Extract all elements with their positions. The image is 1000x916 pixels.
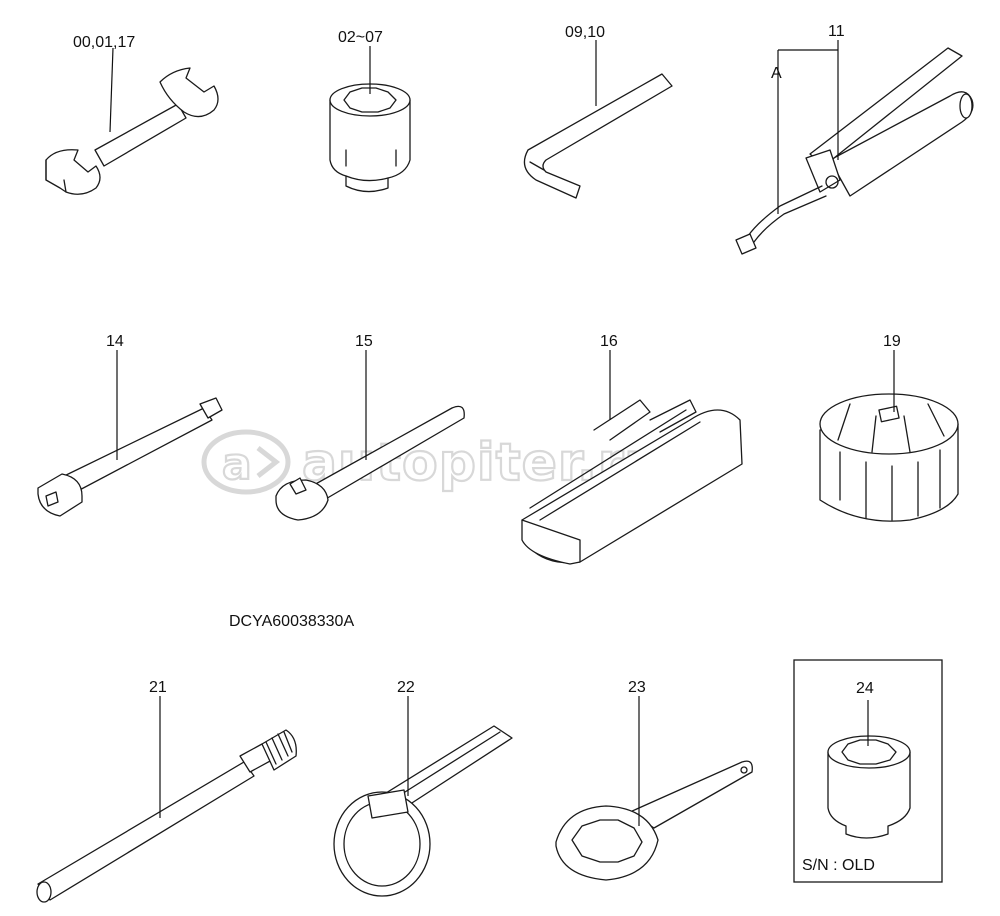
label-extension-bar: 14: [106, 333, 124, 350]
label-drain-tool: 21: [149, 679, 167, 696]
label-ring-spanner: 23: [628, 679, 646, 696]
label-socket-old: 24: [856, 680, 874, 697]
watermark-logo-icon: a: [201, 429, 291, 495]
label-hex-key: 09,10: [565, 24, 605, 41]
filter-socket-icon: [819, 393, 959, 522]
extension-bar-icon: [37, 397, 223, 517]
grease-gun-icon: [735, 47, 974, 255]
open-end-wrench-icon: [45, 67, 219, 195]
strap-wrench-icon: [333, 725, 513, 897]
label-grease-gun: 11: [828, 23, 845, 40]
label-grease-gun-callout: A: [771, 65, 782, 82]
ratchet-icon: [275, 405, 465, 521]
tool-bag-icon: [521, 399, 743, 565]
ring-spanner-icon: [555, 760, 753, 881]
drain-tool-icon: [36, 729, 297, 903]
svg-text:a: a: [222, 439, 253, 490]
label-wrench: 00,01,17: [73, 34, 135, 51]
socket-old-note: S/N : OLD: [802, 857, 875, 874]
socket-old-icon: [827, 735, 911, 839]
label-strap-wrench: 22: [397, 679, 415, 696]
hex-key-icon: [523, 73, 673, 199]
label-tool-bag: 16: [600, 333, 618, 350]
socket-icon: [329, 83, 411, 193]
socket-old-frame: [793, 659, 943, 883]
drawing-code: DCYA60038330A: [229, 613, 354, 630]
label-socket: 02~07: [338, 29, 383, 46]
label-ratchet: 15: [355, 333, 373, 350]
label-filter-socket: 19: [883, 333, 901, 350]
